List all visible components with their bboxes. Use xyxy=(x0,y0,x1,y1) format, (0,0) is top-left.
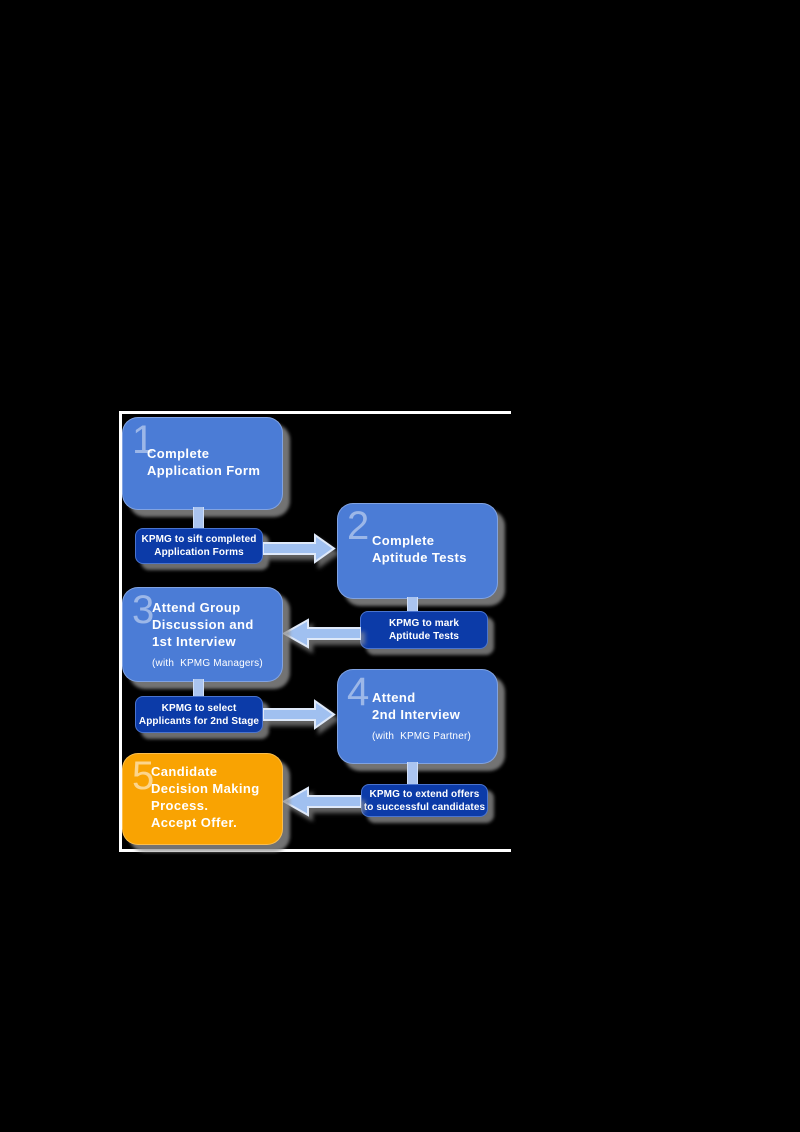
step-4-title-line: Attend xyxy=(372,690,416,705)
gate-3-line: KPMG to select xyxy=(161,702,237,714)
gate-3-box: KPMG to select Applicants for 2nd Stage xyxy=(135,696,263,733)
step-3-subtitle: (with KPMG Managers) xyxy=(152,658,263,669)
step-2-title-line: Complete xyxy=(372,533,435,548)
step-2-title-line: Aptitude Tests xyxy=(372,550,467,565)
step-4-box: 4 Attend 2nd Interview (with KPMG Partne… xyxy=(337,669,498,764)
arrow-left-icon xyxy=(281,618,361,649)
connector-stem xyxy=(193,679,204,698)
connector-stem xyxy=(193,507,204,530)
step-2-box: 2 Complete Aptitude Tests xyxy=(337,503,498,599)
step-4-subtitle: (with KPMG Partner) xyxy=(372,731,472,742)
diagram-frame xyxy=(119,411,511,852)
arrow-left-icon xyxy=(281,786,361,817)
step-2-number: 2 xyxy=(347,504,370,548)
arrow-right-icon xyxy=(263,699,336,730)
gate-1-line: Application Forms xyxy=(154,547,244,558)
gate-4-box: KPMG to extend offers to successful cand… xyxy=(361,784,488,817)
step-5-number: 5 xyxy=(132,754,155,798)
gate-1-line: KPMG to sift completed xyxy=(141,534,257,545)
step-1-title-line: Application Form xyxy=(147,463,261,478)
step-1-box: 1 Complete Application Form xyxy=(122,417,283,510)
gate-2-box: KPMG to mark Aptitude Tests xyxy=(360,611,488,649)
step-5-title-line: Candidate xyxy=(151,764,218,779)
step-5-title-line: Process. xyxy=(151,798,209,813)
step-4-number: 4 xyxy=(347,670,370,714)
gate-4-line: KPMG to extend offers xyxy=(369,788,480,800)
step-1-number: 1 xyxy=(132,418,155,462)
gate-4-line: to successful candidates xyxy=(363,801,486,813)
step-5-box: 5 Candidate Decision Making Process. Acc… xyxy=(122,753,283,845)
step-3-box: 3 Attend Group Discussion and 1st Interv… xyxy=(122,587,283,682)
gate-2-line: Aptitude Tests xyxy=(388,631,460,642)
arrow-right-icon xyxy=(263,533,336,564)
step-3-title-line: 1st Interview xyxy=(152,634,236,649)
gate-1-box: KPMG to sift completed Application Forms xyxy=(135,528,263,564)
step-3-title-line: Discussion and xyxy=(152,617,254,632)
connector-stem xyxy=(407,597,418,613)
step-4-title-line: 2nd Interview xyxy=(372,707,461,722)
step-5-title-line: Accept Offer. xyxy=(151,815,238,830)
step-5-title-line: Decision Making xyxy=(151,781,260,796)
connector-stem xyxy=(407,762,418,786)
step-3-title-line: Attend Group xyxy=(152,600,241,615)
step-1-title-line: Complete xyxy=(147,446,210,461)
step-3-number: 3 xyxy=(132,588,155,632)
gate-2-line: KPMG to mark xyxy=(388,618,460,629)
gate-3-line: Applicants for 2nd Stage xyxy=(138,715,260,727)
